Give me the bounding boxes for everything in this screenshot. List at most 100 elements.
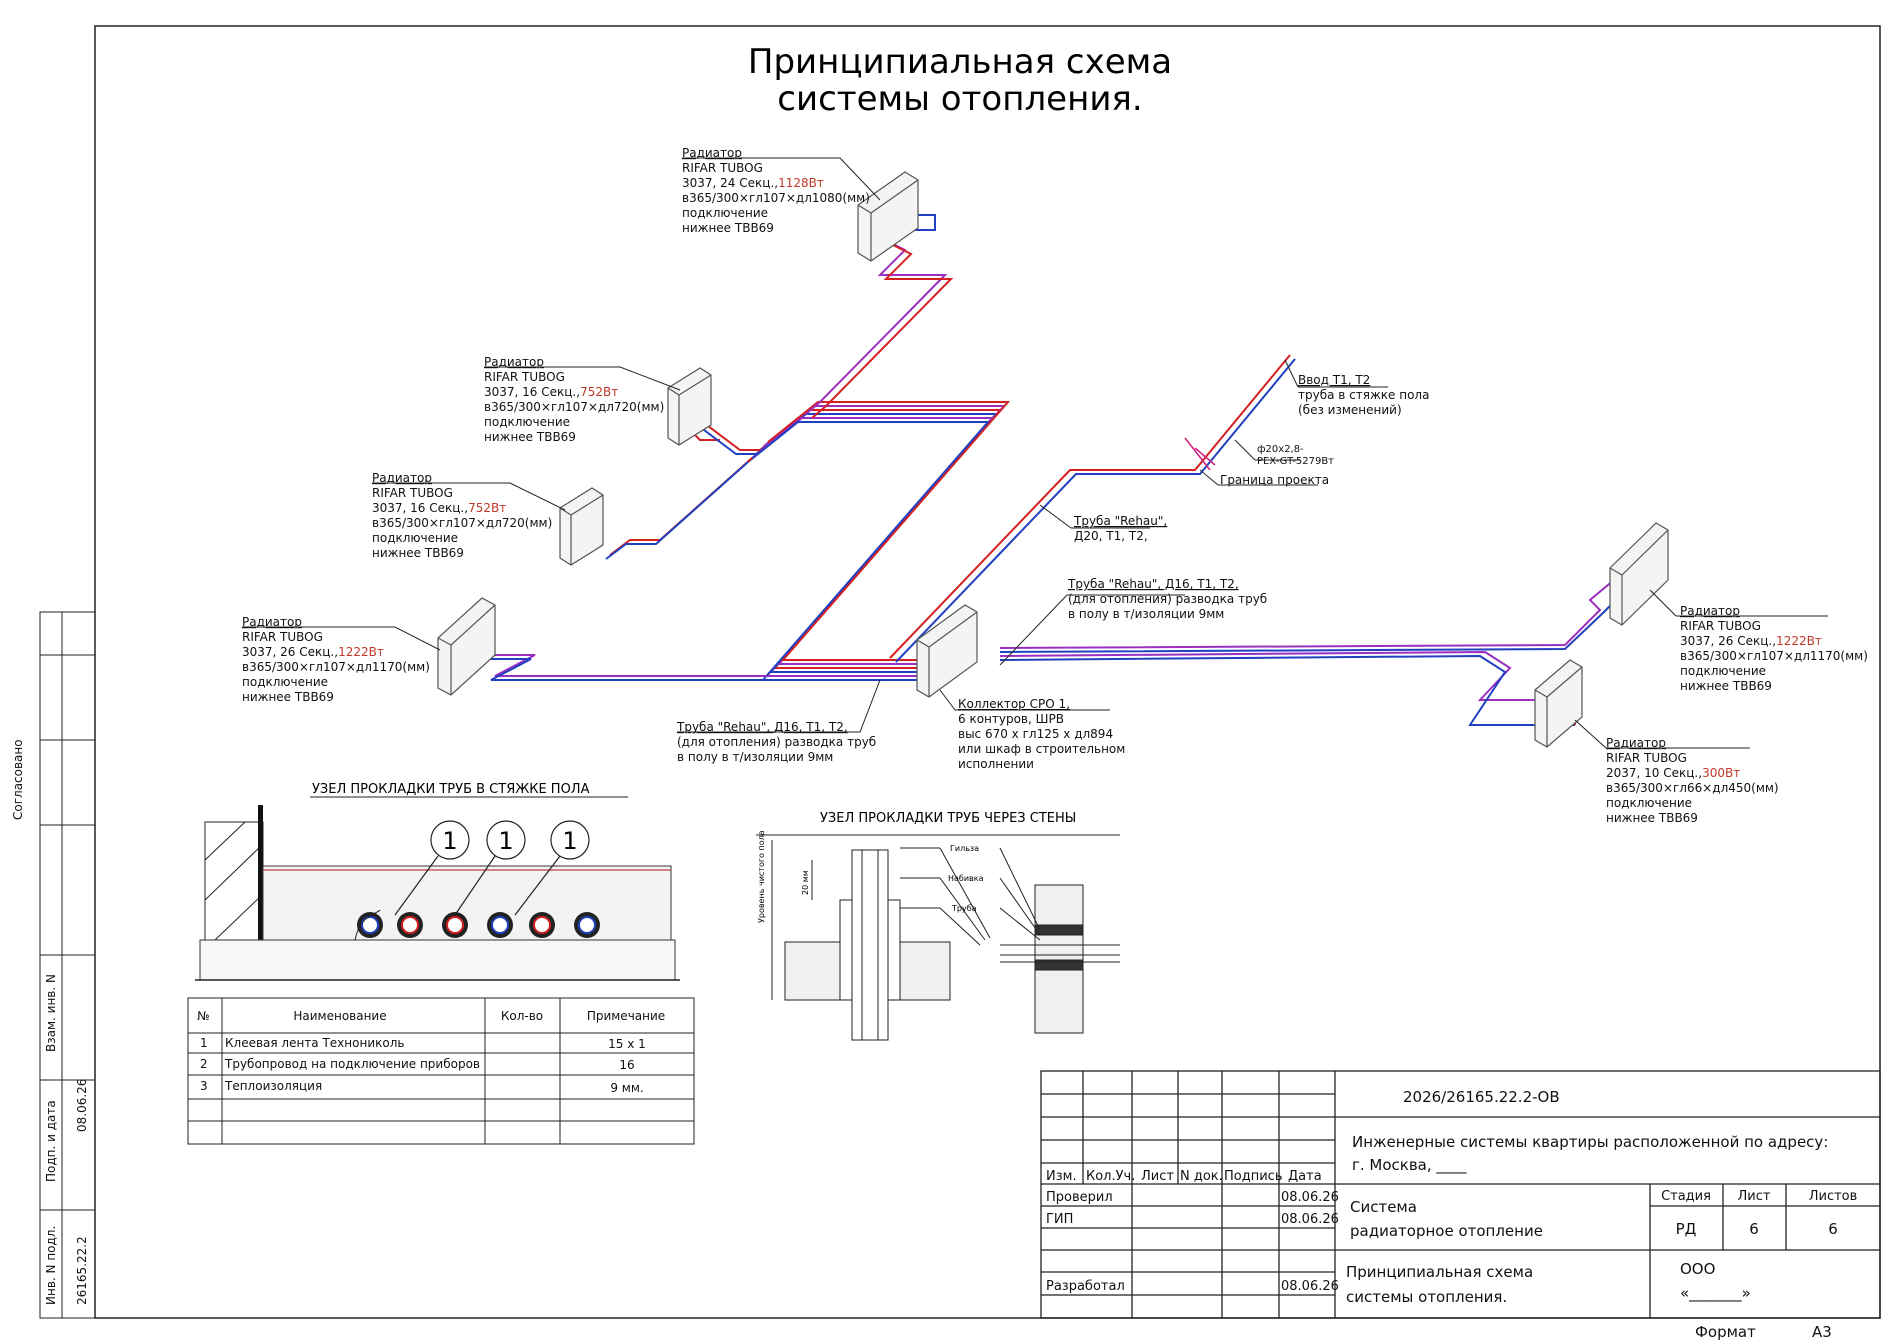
spec-row-1-num: 1 bbox=[200, 1036, 208, 1050]
svg-text:Коллектор СРО 1,: Коллектор СРО 1, bbox=[958, 697, 1070, 711]
svg-text:в365/300×гл107×дл1170(мм): в365/300×гл107×дл1170(мм) bbox=[1680, 649, 1868, 663]
col-podpis: Подпись bbox=[1224, 1169, 1282, 1184]
object-line2: г. Москва, ____ bbox=[1352, 1156, 1467, 1175]
col-list: Лист bbox=[1141, 1169, 1174, 1184]
floor-node-title: УЗЕЛ ПРОКЛАДКИ ТРУБ В СТЯЖКЕ ПОЛА bbox=[312, 782, 590, 797]
svg-text:труба в стяжке пола: труба в стяжке пола bbox=[1298, 388, 1429, 402]
inv-value: 26165.22.2 bbox=[75, 1236, 89, 1305]
org-line2: «_______» bbox=[1680, 1284, 1751, 1303]
collector-bundle-left bbox=[747, 401, 1011, 681]
callout-1a: 1 bbox=[442, 827, 457, 855]
svg-text:в365/300×гл66×дл450(мм): в365/300×гл66×дл450(мм) bbox=[1606, 781, 1779, 795]
svg-text:или шкаф в строительном: или шкаф в строительном bbox=[958, 742, 1125, 756]
radiator-symbol-3 bbox=[559, 487, 604, 566]
svg-text:3037, 16 Секц.,752Вт: 3037, 16 Секц.,752Вт bbox=[372, 501, 506, 515]
project-border-label: Граница проекта bbox=[1220, 473, 1329, 487]
svg-text:RIFAR TUBOG: RIFAR TUBOG bbox=[372, 486, 453, 500]
gap-label: 20 мм bbox=[801, 870, 810, 895]
spec-head-note: Примечание bbox=[587, 1009, 665, 1023]
leader-lines bbox=[242, 157, 1828, 749]
branch-radiator-3 bbox=[609, 457, 753, 556]
developed-date: 08.06.26 bbox=[1281, 1279, 1339, 1294]
svg-text:в365/300×гл107×дл1170(мм): в365/300×гл107×дл1170(мм) bbox=[242, 660, 430, 674]
sheets-value: 6 bbox=[1828, 1220, 1838, 1238]
radiator-symbol-4 bbox=[437, 597, 496, 696]
riser-top-radiator bbox=[805, 239, 948, 415]
svg-text:подключение: подключение bbox=[372, 531, 458, 545]
drawing-name-line1: Принципиальная схема bbox=[1346, 1263, 1533, 1281]
title-block: 2026/26165.22.2-ОВ Инженерные системы кв… bbox=[1040, 1070, 1881, 1341]
svg-text:Радиатор: Радиатор bbox=[1680, 604, 1740, 618]
radiator-symbol-2 bbox=[667, 367, 712, 446]
svg-text:нижнее TBB69: нижнее TBB69 bbox=[1606, 811, 1698, 825]
pipe-network bbox=[486, 214, 1656, 726]
svg-text:в полу в т/изоляции 9мм: в полу в т/изоляции 9мм bbox=[1068, 607, 1224, 621]
col-izm: Изм. bbox=[1046, 1169, 1077, 1184]
floor-pipes bbox=[354, 909, 600, 941]
wall-node-title: УЗЕЛ ПРОКЛАДКИ ТРУБ ЧЕРЕЗ СТЕНЫ bbox=[820, 811, 1076, 826]
spec-row-3-num: 3 bbox=[200, 1079, 208, 1093]
svg-text:3037, 26 Секц.,1222Вт: 3037, 26 Секц.,1222Вт bbox=[242, 645, 384, 659]
collector-label: Коллектор СРО 1, 6 контуров, ШРВ выс 670… bbox=[958, 697, 1125, 771]
svg-text:нижнее TBB69: нижнее TBB69 bbox=[682, 221, 774, 235]
spec-head-qty: Кол-во bbox=[501, 1009, 543, 1023]
svg-text:Ввод Т1, Т2: Ввод Т1, Т2 bbox=[1298, 373, 1370, 387]
radiator-1-sections: 3037, 24 Секц., bbox=[682, 176, 778, 190]
sheet-value: 6 bbox=[1749, 1220, 1759, 1238]
svg-text:(для отопления) разводка труб: (для отопления) разводка труб bbox=[677, 735, 876, 749]
svg-text:подключение: подключение bbox=[242, 675, 328, 689]
svg-text:6 контуров, ШРВ: 6 контуров, ШРВ bbox=[958, 712, 1064, 726]
svg-text:RIFAR TUBOG: RIFAR TUBOG bbox=[242, 630, 323, 644]
spec-row-2-num: 2 bbox=[200, 1057, 208, 1071]
svg-text:3037, 26 Секц.,1222Вт: 3037, 26 Секц.,1222Вт bbox=[1680, 634, 1822, 648]
radiator-label-5: Радиатор RIFAR TUBOG 3037, 26 Секц.,1222… bbox=[1680, 604, 1868, 693]
sleeve-label: Гильза bbox=[950, 844, 979, 853]
svg-text:PEX-GT-5279Вт: PEX-GT-5279Вт bbox=[1257, 456, 1334, 467]
object-line1: Инженерные системы квартиры расположенно… bbox=[1352, 1133, 1828, 1151]
branch-radiator-4 bbox=[490, 654, 767, 677]
project-border-marker bbox=[1184, 437, 1216, 471]
pipe-left-label: Труба "Rehau", Д16, Т1, Т2, (для отоплен… bbox=[676, 720, 876, 764]
callout-1c: 1 bbox=[562, 827, 577, 855]
svg-text:в полу в т/изоляции 9мм: в полу в т/изоляции 9мм bbox=[677, 750, 833, 764]
svg-text:Радиатор: Радиатор bbox=[1606, 736, 1666, 750]
radiator-label-2: Радиатор RIFAR TUBOG 3037, 16 Секц.,752В… bbox=[484, 355, 664, 444]
agreed-label: Согласовано bbox=[11, 739, 25, 820]
format-value: А3 bbox=[1812, 1323, 1832, 1341]
system-line2: радиаторное отопление bbox=[1350, 1222, 1543, 1240]
inv-podl-label: Инв. N подл. bbox=[44, 1226, 58, 1305]
spec-row-3-note: 9 мм. bbox=[610, 1081, 643, 1095]
inlet-label: Ввод Т1, Т2 труба в стяжке пола (без изм… bbox=[1298, 373, 1429, 417]
svg-text:Радиатор: Радиатор bbox=[682, 146, 742, 160]
svg-text:ф20х2,8-: ф20х2,8- bbox=[1257, 444, 1304, 455]
spec-row-3-name: Теплоизоляция bbox=[224, 1079, 322, 1093]
stage-head: Стадия bbox=[1661, 1189, 1711, 1204]
main-supply-pipe bbox=[889, 354, 1291, 659]
stage-value: РД bbox=[1676, 1220, 1697, 1238]
format-label: Формат bbox=[1695, 1323, 1756, 1341]
svg-text:Радиатор: Радиатор bbox=[372, 471, 432, 485]
svg-text:исполнении: исполнении bbox=[958, 757, 1034, 771]
col-ndok: N док. bbox=[1180, 1169, 1223, 1184]
svg-text:Труба "Rehau",: Труба "Rehau", bbox=[1073, 514, 1167, 528]
checked-date: 08.06.26 bbox=[1281, 1190, 1339, 1205]
svg-text:(для отопления) разводка труб: (для отопления) разводка труб bbox=[1068, 592, 1267, 606]
svg-text:Д20, Т1, Т2,: Д20, Т1, Т2, bbox=[1074, 529, 1148, 543]
radiator-symbol-1 bbox=[857, 171, 919, 262]
svg-text:RIFAR TUBOG: RIFAR TUBOG bbox=[484, 370, 565, 384]
sheet-head: Лист bbox=[1738, 1189, 1771, 1204]
svg-text:Радиатор: Радиатор bbox=[242, 615, 302, 629]
wall-node-detail: УЗЕЛ ПРОКЛАДКИ ТРУБ ЧЕРЕЗ СТЕНЫ Уровень … bbox=[756, 811, 1120, 1041]
radiator-symbol-6 bbox=[1534, 659, 1583, 748]
pipe-main-label: Труба "Rehau", Д20, Т1, Т2, bbox=[1073, 514, 1167, 543]
collector-symbol bbox=[916, 604, 978, 698]
svg-text:нижнее TBB69: нижнее TBB69 bbox=[242, 690, 334, 704]
col-kol: Кол.Уч. bbox=[1086, 1169, 1135, 1184]
drawing-title-line2: системы отопления. bbox=[777, 79, 1142, 119]
svg-text:RIFAR TUBOG: RIFAR TUBOG bbox=[1680, 619, 1761, 633]
svg-text:нижнее TBB69: нижнее TBB69 bbox=[1680, 679, 1772, 693]
podp-data-label: Подп. и дата bbox=[44, 1100, 58, 1182]
svg-text:нижнее TBB69: нижнее TBB69 bbox=[484, 430, 576, 444]
doc-code: 2026/26165.22.2-ОВ bbox=[1403, 1088, 1560, 1106]
svg-text:подключение: подключение bbox=[484, 415, 570, 429]
